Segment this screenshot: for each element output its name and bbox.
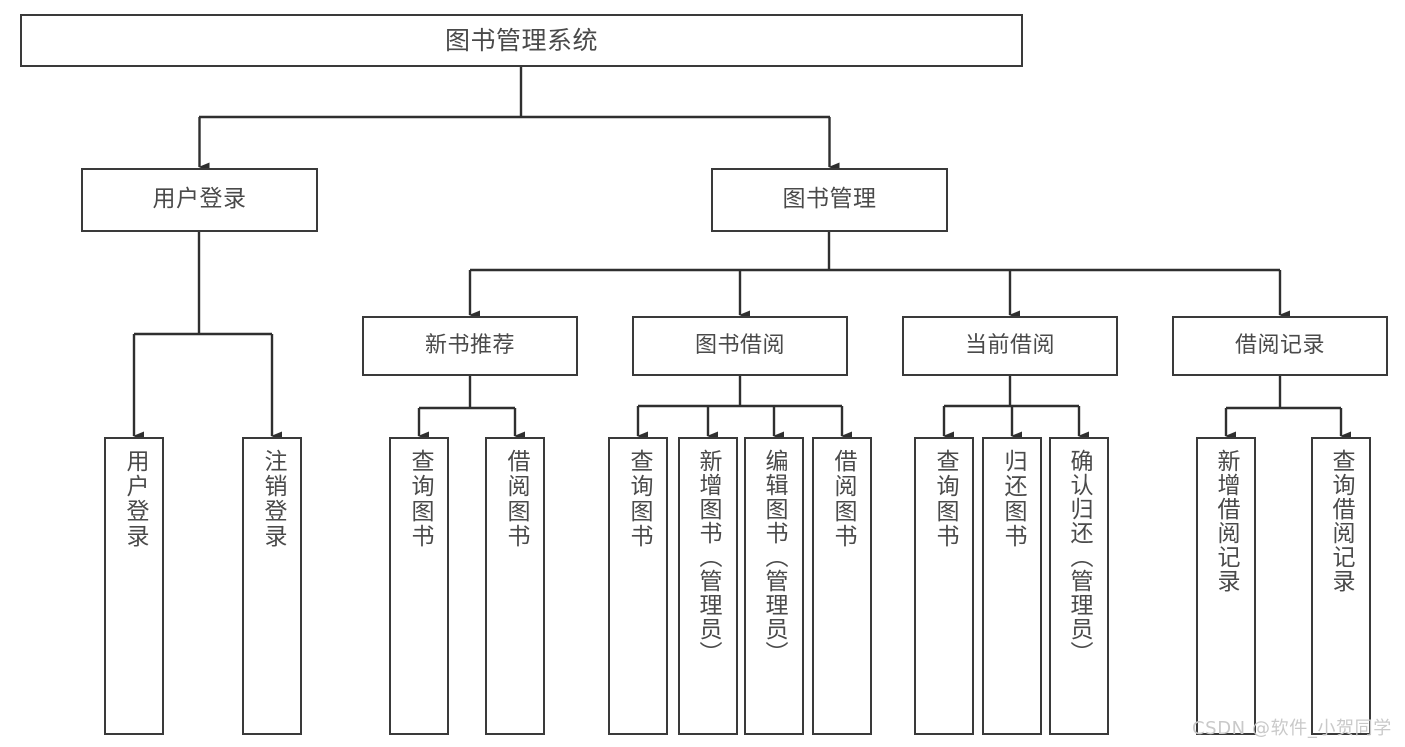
- node-current-borrow[interactable]: 当前借阅: [902, 316, 1118, 376]
- node-label: 查询借阅记录: [1328, 449, 1355, 593]
- node-label: 借阅记录: [1234, 332, 1325, 358]
- node-leaf-query-record[interactable]: 查询借阅记录: [1311, 437, 1371, 735]
- node-label: 查询图书: [625, 449, 652, 549]
- node-leaf-borrow-book-2[interactable]: 借阅图书: [812, 437, 872, 735]
- node-leaf-return-book[interactable]: 归还图书: [982, 437, 1042, 735]
- node-leaf-add-record[interactable]: 新增借阅记录: [1196, 437, 1256, 735]
- node-label: 确认归还（管理员）: [1066, 449, 1093, 665]
- node-label: 新增图书（管理员）: [695, 449, 722, 665]
- node-leaf-query-book-3[interactable]: 查询图书: [914, 437, 974, 735]
- node-root[interactable]: 图书管理系统: [20, 14, 1023, 67]
- node-label: 图书管理系统: [444, 25, 598, 55]
- node-new-book-rec[interactable]: 新书推荐: [362, 316, 578, 376]
- node-leaf-confirm-ret[interactable]: 确认归还（管理员）: [1049, 437, 1109, 735]
- watermark-text: CSDN @软件_小贺同学: [1192, 718, 1392, 739]
- node-label: 当前借阅: [964, 332, 1055, 358]
- node-label: 查询图书: [406, 449, 433, 549]
- node-leaf-edit-book[interactable]: 编辑图书（管理员）: [744, 437, 804, 735]
- node-label: 用户登录: [152, 186, 247, 213]
- node-label: 新书推荐: [424, 332, 515, 358]
- node-label: 归还图书: [999, 449, 1026, 549]
- node-label: 用户登录: [121, 449, 148, 549]
- node-label: 借阅图书: [829, 449, 856, 549]
- node-book-borrow[interactable]: 图书借阅: [632, 316, 848, 376]
- node-borrow-record[interactable]: 借阅记录: [1172, 316, 1388, 376]
- node-leaf-logout[interactable]: 注销登录: [242, 437, 302, 735]
- node-user-login[interactable]: 用户登录: [81, 168, 318, 232]
- node-label: 编辑图书（管理员）: [761, 449, 788, 665]
- node-leaf-query-book-1[interactable]: 查询图书: [389, 437, 449, 735]
- node-leaf-borrow-book-1[interactable]: 借阅图书: [485, 437, 545, 735]
- node-label: 新增借阅记录: [1213, 449, 1240, 593]
- node-leaf-add-book[interactable]: 新增图书（管理员）: [678, 437, 738, 735]
- node-book-manage[interactable]: 图书管理: [711, 168, 948, 232]
- node-label: 借阅图书: [502, 449, 529, 549]
- node-label: 注销登录: [259, 449, 286, 549]
- node-leaf-user-login[interactable]: 用户登录: [104, 437, 164, 735]
- node-label: 查询图书: [931, 449, 958, 549]
- node-label: 图书管理: [782, 186, 877, 213]
- node-label: 图书借阅: [694, 332, 785, 358]
- node-leaf-query-book-2[interactable]: 查询图书: [608, 437, 668, 735]
